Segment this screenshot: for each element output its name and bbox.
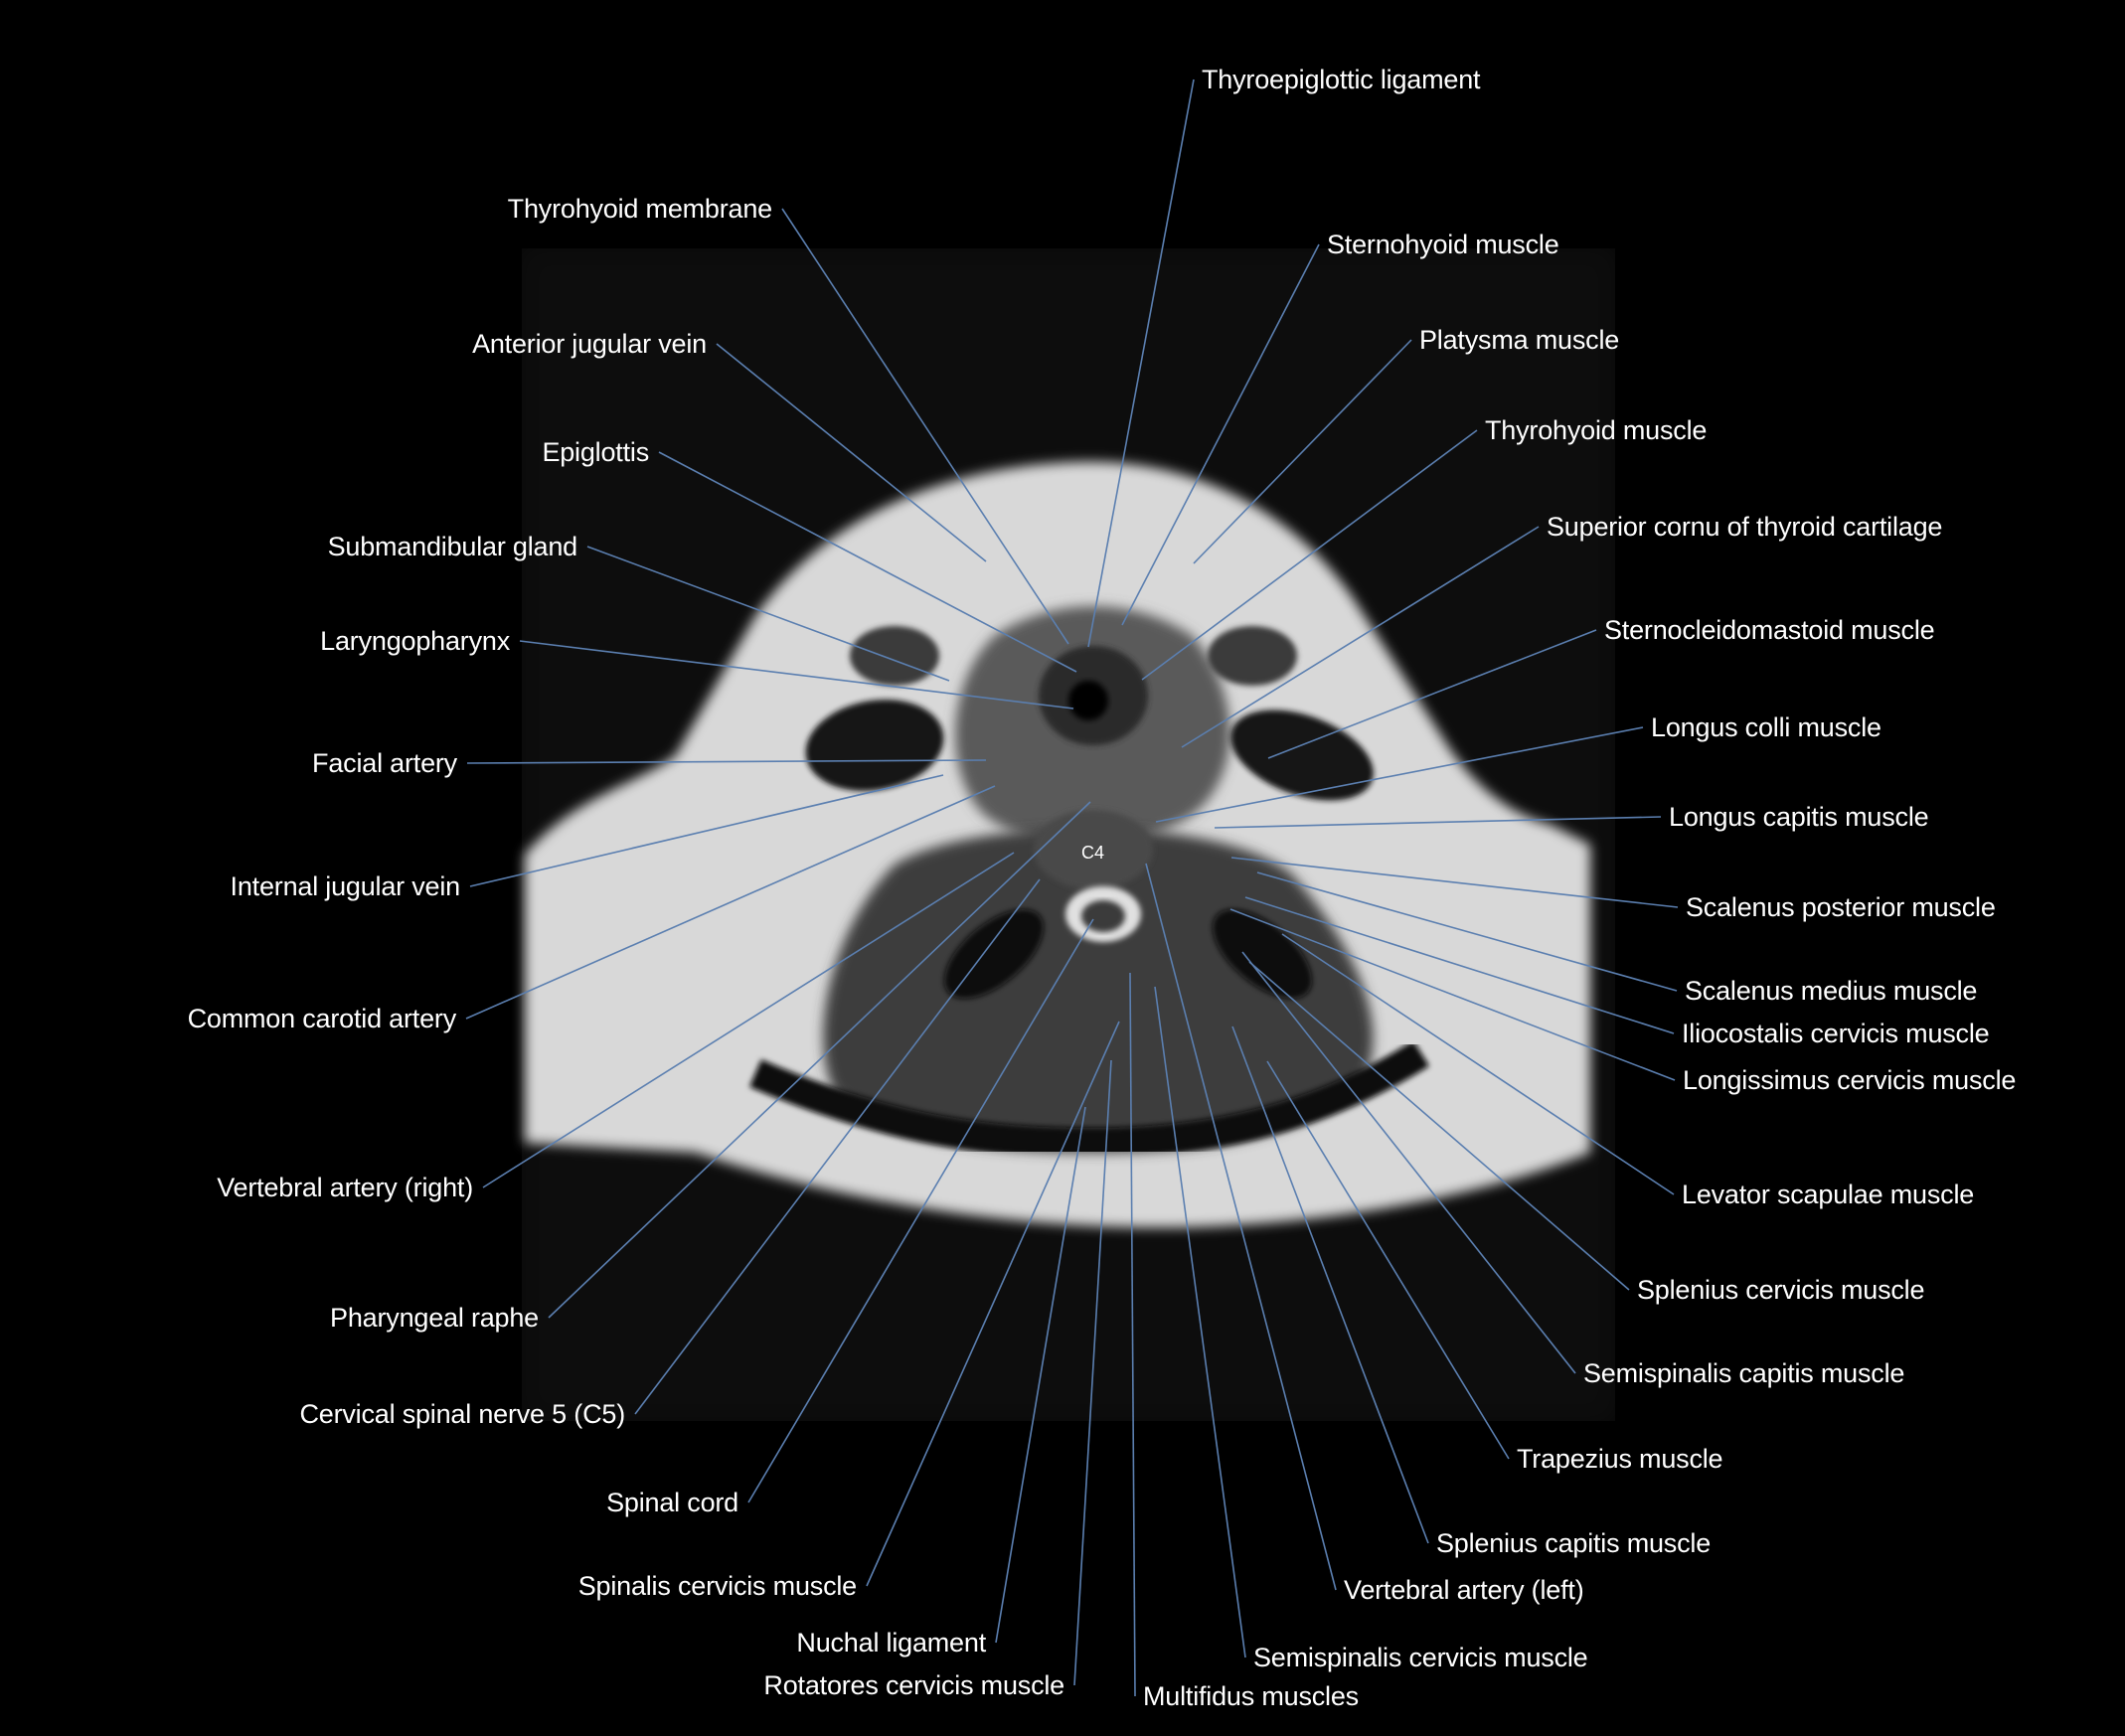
posterior-dark-band	[749, 1040, 1429, 1159]
label-superior-cornu-of-thyroid-cartilage: Superior cornu of thyroid cartilage	[1547, 512, 1943, 542]
label-submandibular-gland: Submandibular gland	[327, 532, 578, 561]
label-sternocleidomastoid-muscle: Sternocleidomastoid muscle	[1604, 615, 1935, 645]
leader-lines	[465, 79, 1679, 1697]
label-facial-artery: Facial artery	[312, 748, 457, 778]
leader-line-common-carotid-artery	[465, 785, 996, 1020]
leader-line-nuchal-ligament	[995, 1106, 1086, 1644]
label-thyrohyoid-membrane: Thyrohyoid membrane	[507, 194, 773, 224]
label-longus-capitis-muscle: Longus capitis muscle	[1669, 802, 1929, 832]
leader-line-epiglottis	[658, 451, 1077, 673]
label-semispinalis-cervicis-muscle: Semispinalis cervicis muscle	[1253, 1643, 1588, 1672]
leader-line-scalenus-medius-muscle	[1256, 871, 1678, 992]
leader-line-platysma-muscle	[1193, 339, 1412, 564]
label-platysma-muscle: Platysma muscle	[1419, 325, 1620, 355]
label-laryngopharynx: Laryngopharynx	[320, 626, 510, 656]
label-spinal-cord: Spinal cord	[606, 1488, 738, 1517]
leader-line-submandibular-gland	[586, 546, 950, 682]
leader-line-pharyngeal-raphe	[548, 801, 1091, 1319]
leader-line-levator-scapulae-muscle	[1281, 933, 1675, 1195]
leader-line-semispinalis-cervicis-muscle	[1154, 986, 1246, 1658]
label-trapezius-muscle: Trapezius muscle	[1517, 1444, 1723, 1474]
leader-line-longus-capitis-muscle	[1214, 816, 1662, 829]
leader-line-facial-artery	[466, 759, 987, 764]
left-submandibular	[850, 626, 939, 686]
leader-line-iliocostalis-cervicis-muscle	[1244, 896, 1675, 1034]
airway	[1068, 681, 1108, 720]
label-pharyngeal-raphe: Pharyngeal raphe	[330, 1303, 539, 1333]
leader-line-vertebral-artery-left	[1145, 863, 1337, 1591]
leader-line-multifidus-muscles	[1129, 972, 1136, 1697]
leader-line-longus-colli-muscle	[1155, 726, 1644, 823]
label-splenius-capitis-muscle: Splenius capitis muscle	[1436, 1528, 1712, 1558]
leader-line-superior-cornu-of-thyroid-cartilage	[1181, 526, 1540, 748]
label-iliocostalis-cervicis-muscle: Iliocostalis cervicis muscle	[1682, 1019, 1990, 1048]
label-scalenus-medius-muscle: Scalenus medius muscle	[1685, 976, 1978, 1006]
label-levator-scapulae-muscle: Levator scapulae muscle	[1682, 1180, 1975, 1209]
left-posterior-dark	[944, 909, 1044, 999]
leader-line-internal-jugular-vein	[469, 774, 944, 887]
leader-line-sternohyoid-muscle	[1121, 243, 1320, 626]
right-posterior-dark	[1213, 909, 1312, 999]
label-multifidus-muscles: Multifidus muscles	[1143, 1681, 1359, 1711]
leader-line-trapezius-muscle	[1266, 1060, 1510, 1460]
leader-line-splenius-capitis-muscle	[1231, 1026, 1429, 1544]
leader-line-semispinalis-capitis-muscle	[1241, 951, 1576, 1374]
label-epiglottis: Epiglottis	[542, 437, 649, 467]
right-dark-muscle	[1230, 710, 1374, 801]
label-common-carotid-artery: Common carotid artery	[187, 1004, 457, 1033]
leader-line-splenius-cervicis-muscle	[1248, 961, 1630, 1291]
leader-line-thyrohyoid-membrane	[781, 208, 1069, 645]
leader-line-thyrohyoid-muscle	[1141, 429, 1478, 681]
label-internal-jugular-vein: Internal jugular vein	[230, 871, 461, 901]
label-vertebral-artery-left: Vertebral artery (left)	[1344, 1575, 1584, 1605]
label-spinalis-cervicis-muscle: Spinalis cervicis muscle	[577, 1571, 857, 1601]
vertebral-body	[1034, 810, 1153, 889]
leader-line-longissimus-cervicis-muscle	[1229, 908, 1676, 1081]
label-semispinalis-capitis-muscle: Semispinalis capitis muscle	[1583, 1358, 1905, 1388]
label-scalenus-posterior-muscle: Scalenus posterior muscle	[1686, 892, 1996, 922]
label-thyroepiglottic-ligament: Thyroepiglottic ligament	[1202, 65, 1481, 94]
leader-line-laryngopharynx	[519, 640, 1074, 710]
label-splenius-cervicis-muscle: Splenius cervicis muscle	[1637, 1275, 1925, 1305]
left-dark-muscle	[805, 700, 944, 791]
label-anterior-jugular-vein: Anterior jugular vein	[472, 329, 707, 359]
label-nuchal-ligament: Nuchal ligament	[796, 1628, 986, 1657]
leader-line-scalenus-posterior-muscle	[1230, 857, 1679, 908]
leader-line-anterior-jugular-vein	[716, 343, 987, 562]
label-thyrohyoid-muscle: Thyrohyoid muscle	[1485, 415, 1708, 445]
leader-line-cervical-spinal-nerve-5-c5	[634, 878, 1041, 1415]
label-vertebral-artery-right: Vertebral artery (right)	[217, 1173, 473, 1202]
label-sternohyoid-muscle: Sternohyoid muscle	[1327, 230, 1559, 259]
label-cervical-spinal-nerve-5-c5: Cervical spinal nerve 5 (C5)	[299, 1399, 625, 1429]
leader-line-spinal-cord	[747, 918, 1094, 1503]
spinal-cord-shape	[1081, 900, 1125, 932]
vertebra-label: C4	[1081, 843, 1105, 863]
label-longissimus-cervicis-muscle: Longissimus cervicis muscle	[1683, 1065, 2017, 1095]
label-longus-colli-muscle: Longus colli muscle	[1651, 712, 1881, 742]
right-submandibular	[1208, 626, 1297, 686]
leader-line-vertebral-artery-right	[482, 852, 1015, 1188]
leader-line-thyroepiglottic-ligament	[1087, 79, 1195, 648]
leader-line-rotatores-cervicis-muscle	[1073, 1059, 1112, 1686]
leader-line-spinalis-cervicis-muscle	[866, 1021, 1120, 1587]
leader-line-sternocleidomastoid-muscle	[1267, 629, 1597, 759]
label-rotatores-cervicis-muscle: Rotatores cervicis muscle	[763, 1670, 1064, 1700]
